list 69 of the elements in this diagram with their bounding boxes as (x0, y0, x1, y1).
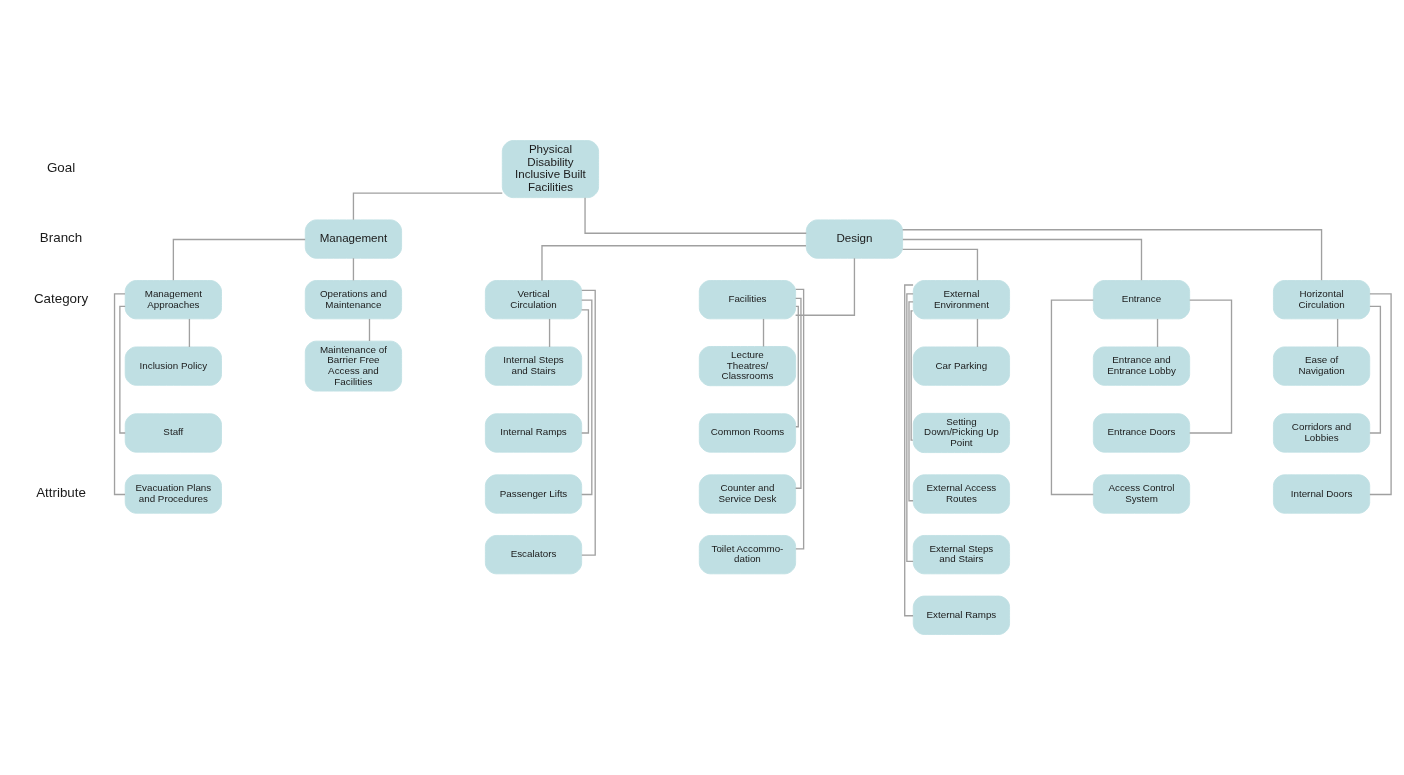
connector (1369, 293, 1392, 496)
node-box: Internal Steps and Stairs (484, 346, 583, 386)
node-box: Vertical Circulation (484, 280, 583, 320)
connector (794, 257, 856, 316)
connector (910, 310, 914, 441)
node-box: Horizontal Circulation (1273, 280, 1371, 320)
node-box: Staff (124, 413, 222, 453)
node-box: Management Approaches (124, 280, 222, 320)
node-box: Lecture Theatres/ Classrooms (698, 346, 797, 387)
connector (581, 289, 596, 556)
label: Branch (39, 230, 83, 246)
node-box: Counter and Service Desk (698, 474, 797, 514)
node-box: Entrance Doors (1092, 413, 1191, 453)
node-box: Evacuation Plans and Procedures (124, 474, 222, 514)
node-box: Internal Doors (1273, 474, 1371, 514)
connector (762, 318, 765, 348)
node-box: Toilet Accommo- dation (698, 535, 797, 575)
connector (581, 309, 590, 434)
connector (172, 238, 306, 281)
connector (352, 257, 355, 282)
node-box: Internal Ramps (484, 413, 583, 453)
node-box: Facilities (698, 280, 797, 320)
connector (904, 284, 914, 617)
connector (1189, 299, 1233, 434)
node-box: Entrance and Entrance Lobby (1092, 346, 1191, 386)
node-box: Operations and Maintenance (304, 280, 403, 320)
connector (902, 238, 1143, 281)
node-box: Ease of Navigation (1273, 346, 1371, 386)
node-box: Entrance (1092, 280, 1191, 320)
label: Attribute (36, 485, 86, 501)
connector (584, 197, 807, 234)
connector (352, 192, 503, 221)
node-box: External Ramps (912, 595, 1010, 635)
connector (908, 301, 914, 502)
connector (902, 229, 1323, 281)
connector (1050, 299, 1094, 496)
connector (113, 293, 126, 496)
node-box: External Steps and Stairs (912, 535, 1010, 575)
node-box: Common Rooms (698, 413, 797, 453)
connector (1336, 318, 1339, 348)
connector (368, 318, 371, 342)
label: Category (33, 290, 89, 306)
connector (906, 293, 914, 562)
node-box: Access Control System (1092, 474, 1191, 514)
node-box: Design (805, 219, 904, 259)
node-box: Setting Down/Picking Up Point (912, 412, 1010, 454)
connector (795, 288, 805, 550)
connector (188, 318, 191, 348)
node-box: Physical Disability Inclusive Built Facilities (501, 140, 600, 199)
connector (1156, 318, 1159, 348)
connector (548, 318, 551, 348)
connector (794, 297, 802, 489)
connector (581, 299, 593, 496)
node-box: External Environment (912, 280, 1010, 320)
connector (902, 248, 979, 282)
node-box: External Access Routes (912, 474, 1010, 514)
node-box: Passenger Lifts (484, 474, 583, 514)
connector (1369, 305, 1382, 434)
connector (795, 305, 799, 428)
connector (119, 305, 126, 434)
node-box: Maintenance of Barrier Free Access and Facilities (304, 340, 403, 392)
node-box: Escalators (484, 535, 583, 575)
node-box: Car Parking (912, 346, 1010, 386)
node-box: Management (304, 219, 403, 259)
node-box: Inclusion Policy (124, 346, 222, 386)
node-box: Corridors and Lobbies (1273, 413, 1371, 453)
connector (541, 245, 807, 282)
connector (976, 318, 979, 348)
label: Goal (46, 160, 76, 176)
